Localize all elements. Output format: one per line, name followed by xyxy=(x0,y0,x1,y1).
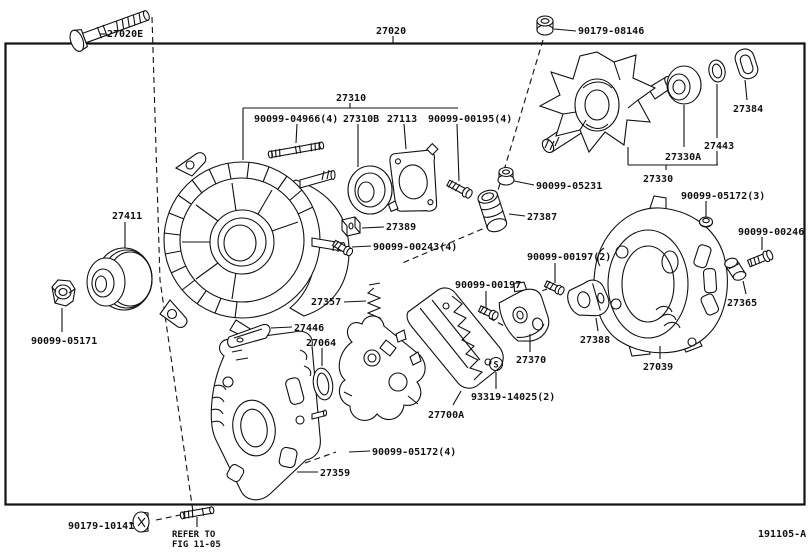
part-label-90099-04966: 90099-04966(4) xyxy=(254,114,338,125)
pulley-drawing xyxy=(86,247,153,311)
part-label-27387: 27387 xyxy=(527,212,557,223)
rotor-drawing xyxy=(538,51,674,154)
drive-end-frame-drawing xyxy=(159,152,350,339)
part-label-27330A: 27330A xyxy=(665,152,701,163)
part-label-27411: 27411 xyxy=(112,211,142,222)
part-label-27443: 27443 xyxy=(704,141,734,152)
stator-windows xyxy=(182,182,299,300)
figure-code: 191105-A xyxy=(758,529,806,540)
part-label-90099-05231: 90099-05231 xyxy=(536,181,602,192)
retainer-screw-drawing xyxy=(446,179,473,199)
rear-bearing-drawing xyxy=(666,65,702,105)
part-label-27389: 27389 xyxy=(386,222,416,233)
front-bearing-drawing xyxy=(347,165,393,215)
part-label-90099-05172-4: 90099-05172(4) xyxy=(372,447,456,458)
refer-stud-drawing xyxy=(179,506,215,520)
plug-drawing xyxy=(724,257,747,281)
regulator-drawing xyxy=(498,281,550,342)
part-label-27359: 27359 xyxy=(320,468,350,479)
part-label-27020E: 27020E xyxy=(107,29,143,40)
part-label-27330: 27330 xyxy=(643,174,673,185)
terminal-nut-drawing xyxy=(497,166,515,186)
part-label-27310: 27310 xyxy=(336,93,366,104)
part-labels: 27020E 27020 90179-08146 27310 90099-049… xyxy=(31,26,806,550)
part-label-93319-14025: 93319-14025(2) xyxy=(471,392,555,403)
mount-bolt-drawing xyxy=(132,511,150,533)
part-label-27064: 27064 xyxy=(306,338,336,349)
part-label-90179-08146: 90179-08146 xyxy=(578,26,644,37)
lead-insulator-drawing xyxy=(567,279,610,317)
rectifier-end-frame-drawing xyxy=(593,195,728,357)
pulley-nut-drawing xyxy=(51,279,76,307)
terminal-insulator-drawing xyxy=(477,189,508,233)
part-label-27388: 27388 xyxy=(580,335,610,346)
part-label-27446: 27446 xyxy=(294,323,324,334)
part-label-90099-00197-2: 90099-00197(2) xyxy=(527,252,611,263)
part-label-90099-00246: 90099-00246 xyxy=(738,227,804,238)
part-label-27384: 27384 xyxy=(733,104,763,115)
retainer-plate-drawing xyxy=(387,142,439,213)
cover-bolt-drawing xyxy=(746,249,774,268)
regulator-screw2-drawing xyxy=(543,280,565,296)
part-label-90099-00243: 90099-00243(4) xyxy=(373,242,457,253)
part-label-27039: 27039 xyxy=(643,362,673,373)
part-label-90099-05172-3: 90099-05172(3) xyxy=(681,191,765,202)
part-label-27357: 27357 xyxy=(311,297,341,308)
part-label-90179-10141: 90179-10141 xyxy=(68,521,134,532)
part-label-27370: 27370 xyxy=(516,355,546,366)
seal-ring-drawing xyxy=(312,367,334,401)
regulator-screw1-drawing xyxy=(477,305,499,321)
part-label-90099-05171: 90099-05171 xyxy=(31,336,97,347)
rear-cover-drawing xyxy=(210,330,328,501)
through-bolt-drawing xyxy=(69,10,150,52)
bearing-ring-drawing xyxy=(708,59,726,83)
rectifier-drawing xyxy=(395,287,504,389)
cover-strip-drawing xyxy=(227,324,271,348)
cover-seal-drawing xyxy=(734,48,759,80)
part-label-27113: 27113 xyxy=(387,114,417,125)
refer-note-line2: FIG 11-05 xyxy=(172,540,221,550)
s-screw-marker: S xyxy=(488,356,504,372)
stator-fins xyxy=(163,161,314,319)
part-label-27700A: 27700A xyxy=(428,410,464,421)
s-marker-letter: S xyxy=(493,361,498,371)
part-label-90099-00195: 90099-00195(4) xyxy=(428,114,512,125)
refer-note-line1: REFER TO xyxy=(172,530,216,540)
part-label-27365: 27365 xyxy=(727,298,757,309)
leader-lines xyxy=(61,28,763,527)
rotor-nut-drawing xyxy=(536,15,554,36)
housing-screw-drawing xyxy=(331,239,354,257)
figure-border xyxy=(4,42,806,506)
brush-holder-drawing xyxy=(338,282,426,421)
small-nut-3-drawing xyxy=(698,216,714,228)
stud-bolt-drawing xyxy=(267,141,325,159)
part-label-27020: 27020 xyxy=(376,26,406,37)
clip-drawing xyxy=(341,216,361,237)
part-label-90099-00197: 90099-00197 xyxy=(455,280,521,291)
part-label-27310B: 27310B xyxy=(343,114,379,125)
